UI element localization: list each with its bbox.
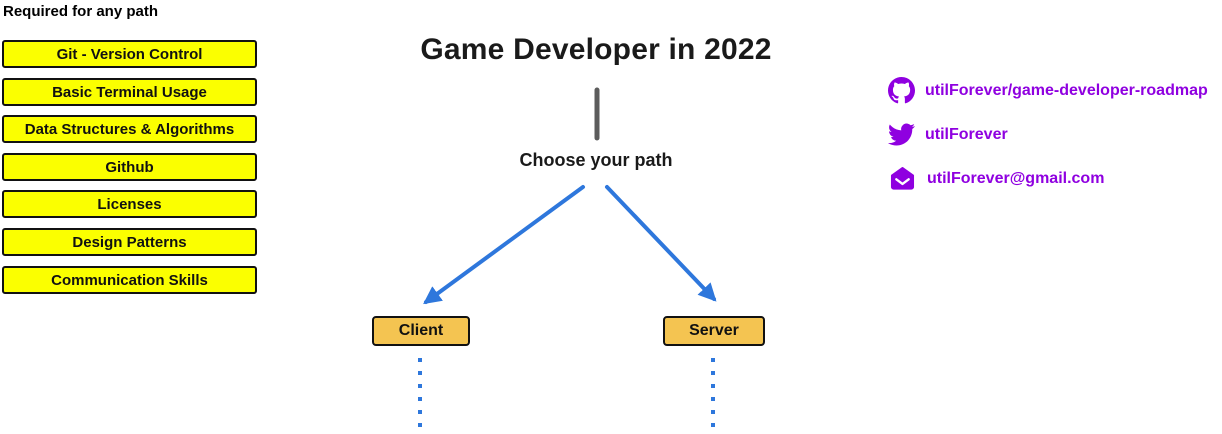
required-item-git[interactable]: Git - Version Control [2, 40, 257, 68]
email-link[interactable]: utilForever@gmail.com [888, 165, 1208, 192]
github-icon [888, 77, 915, 104]
required-item-licenses[interactable]: Licenses [2, 190, 257, 218]
path-node-client[interactable]: Client [372, 316, 470, 346]
email-label: utilForever@gmail.com [927, 169, 1105, 187]
required-section-heading: Required for any path [3, 3, 159, 20]
choose-path-label: Choose your path [519, 150, 673, 170]
twitter-link[interactable]: utilForever [888, 121, 1208, 148]
twitter-label: utilForever [925, 125, 1008, 143]
required-item-dsa[interactable]: Data Structures & Algorithms [2, 115, 257, 143]
github-repo-link[interactable]: utilForever/game-developer-roadmap [888, 77, 1208, 104]
github-repo-label: utilForever/game-developer-roadmap [925, 81, 1208, 99]
path-node-server[interactable]: Server [663, 316, 765, 346]
twitter-icon [888, 123, 915, 146]
page-title: Game Developer in 2022 [420, 33, 772, 66]
mail-icon [890, 166, 915, 190]
arrow-to-client [423, 185, 585, 305]
arrow-to-server [605, 185, 717, 302]
required-item-communication[interactable]: Communication Skills [2, 266, 257, 294]
contact-links: utilForever/game-developer-roadmap utilF… [888, 77, 1208, 209]
required-item-terminal[interactable]: Basic Terminal Usage [2, 78, 257, 106]
required-item-github[interactable]: Github [2, 153, 257, 181]
required-item-design-patterns[interactable]: Design Patterns [2, 228, 257, 256]
